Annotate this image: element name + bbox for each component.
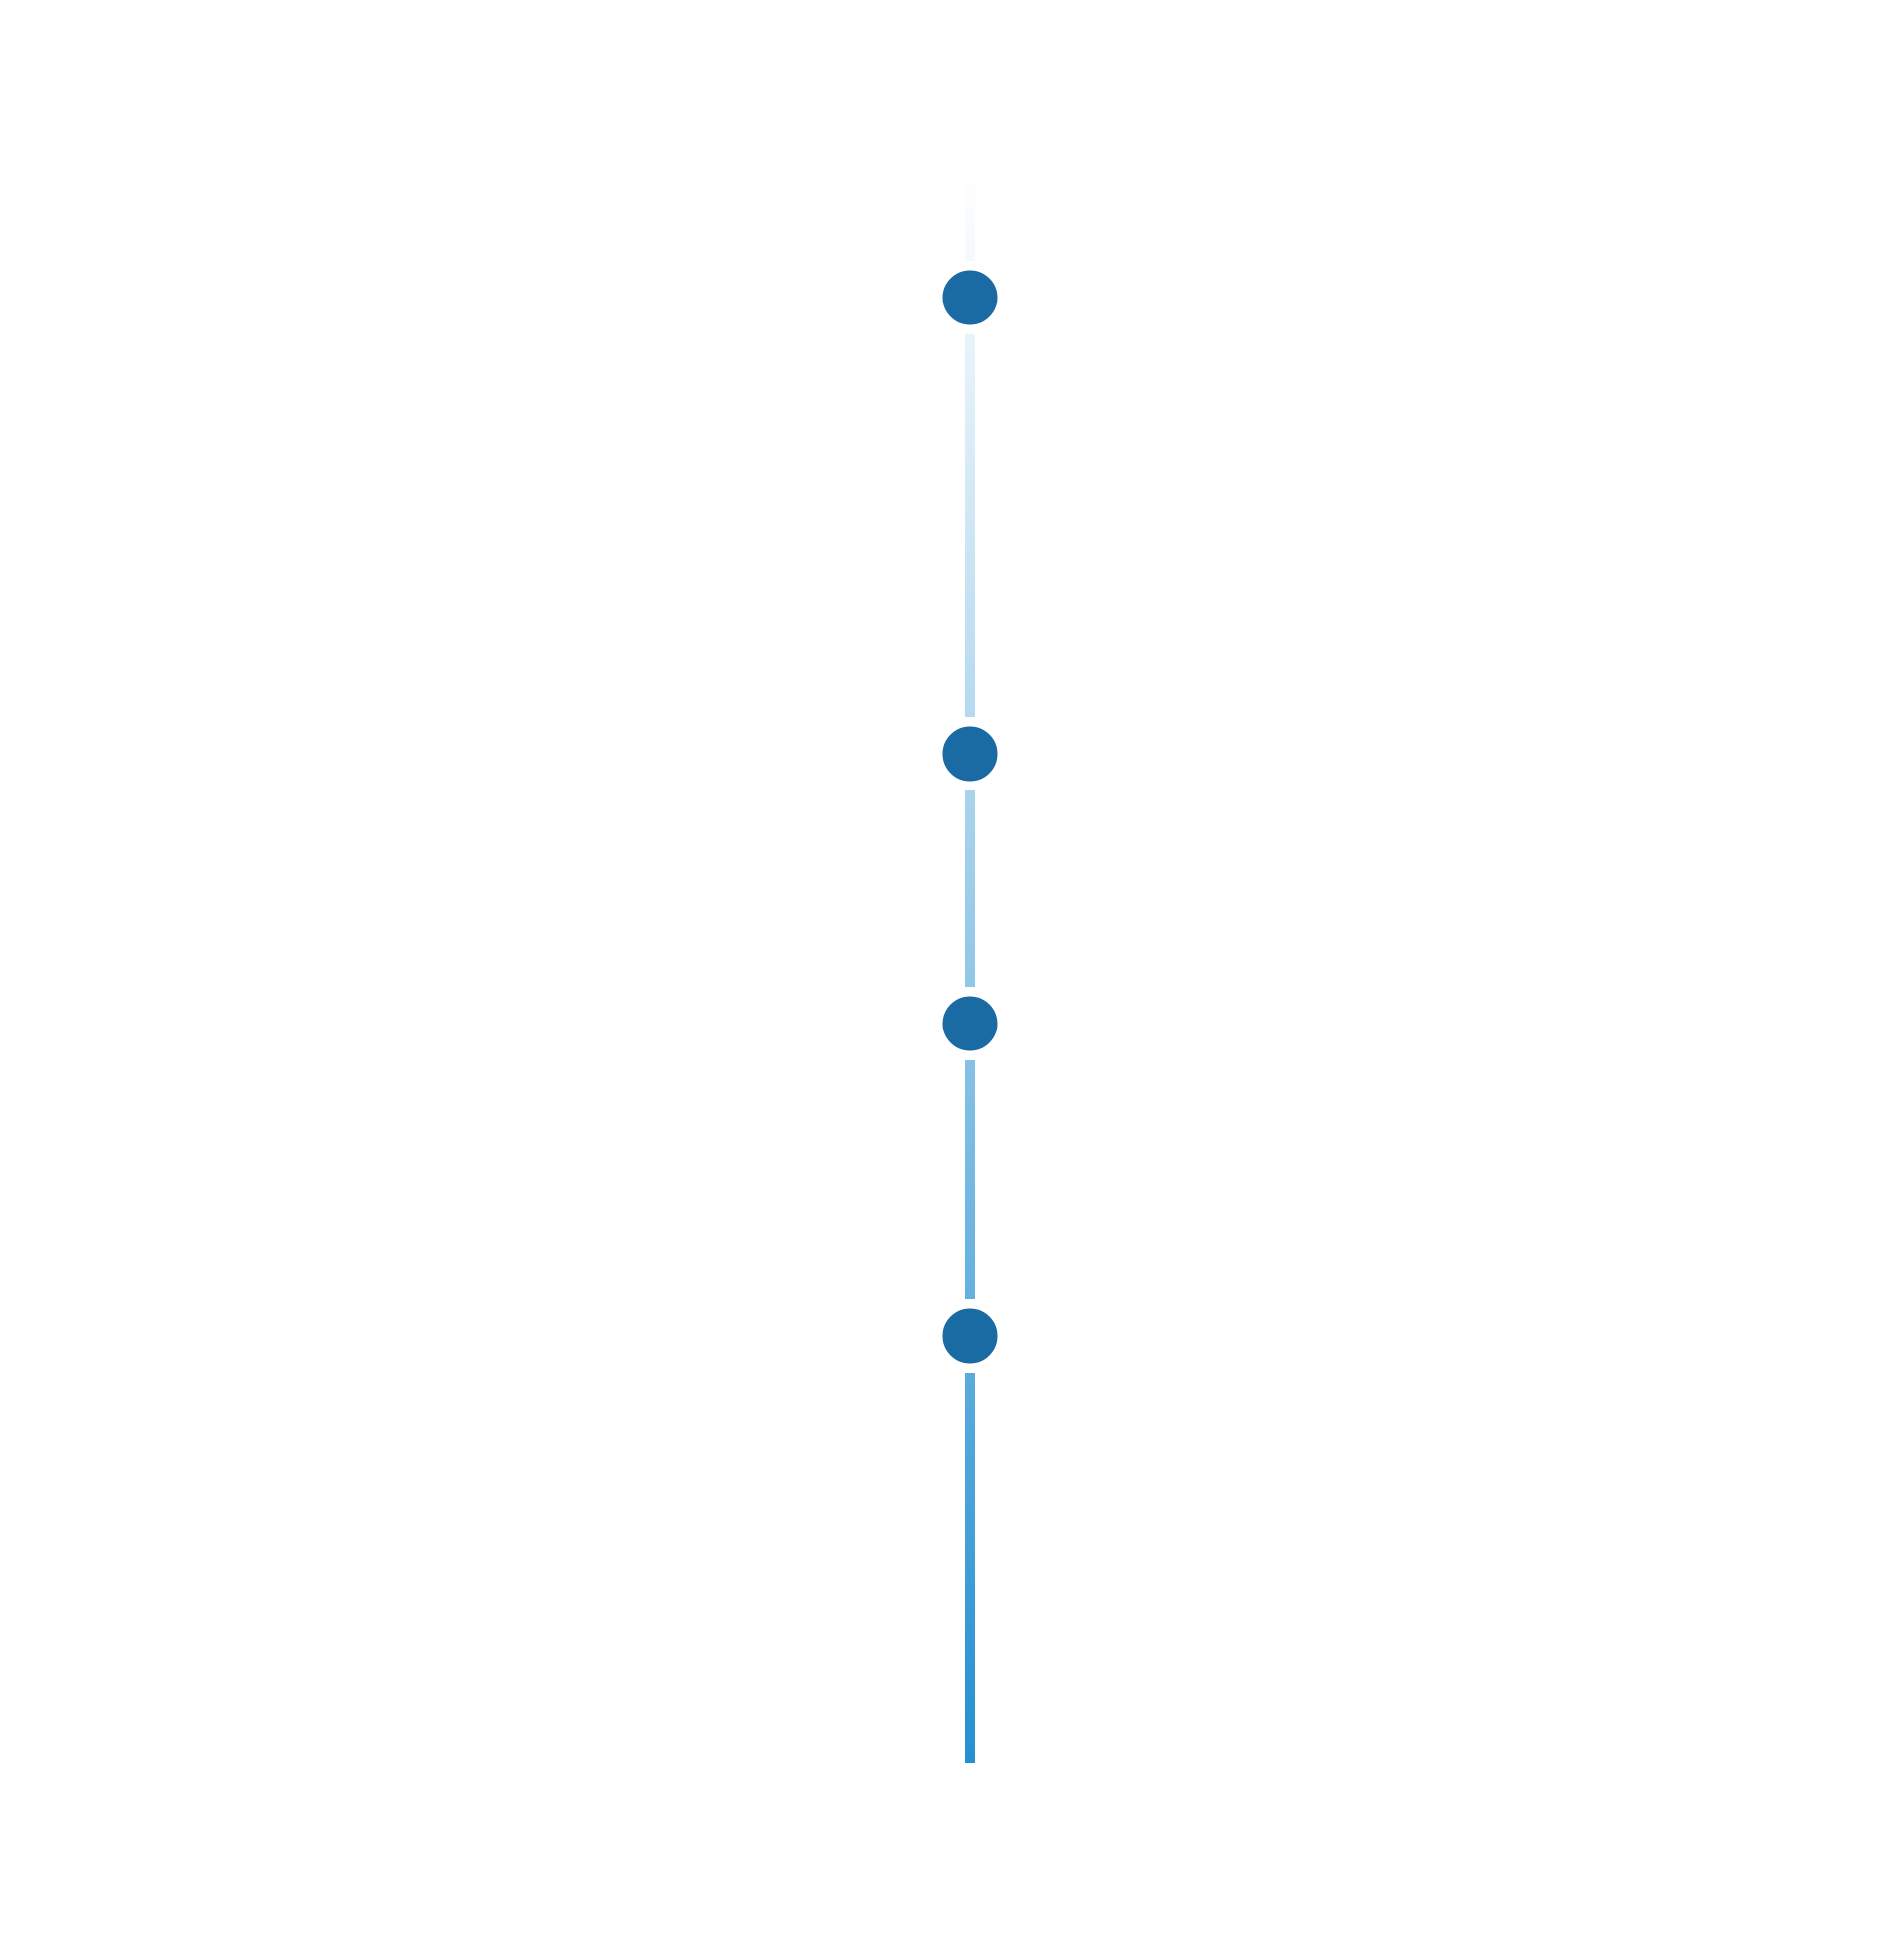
timeline-node-4	[939, 1305, 1001, 1367]
timeline-connector	[965, 174, 975, 1763]
timeline-node-1	[939, 267, 1001, 328]
timeline-nodes	[939, 267, 1001, 1367]
timeline-line	[965, 174, 975, 1763]
timeline-node-3	[939, 993, 1001, 1054]
timeline-node-2	[939, 723, 1001, 785]
